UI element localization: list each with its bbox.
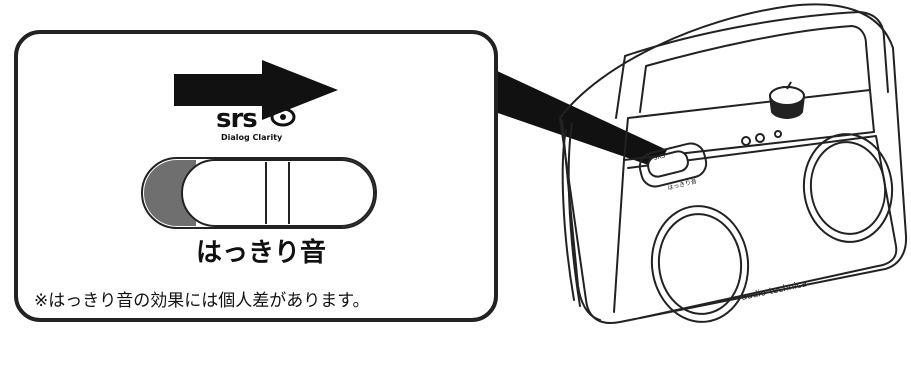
indicator-charge (755, 133, 765, 143)
volume-knob (769, 81, 805, 119)
srs-subtitle: Dialog Clarity (221, 133, 283, 142)
device-top-panel (623, 89, 875, 161)
srs-logo-icon (270, 107, 296, 127)
device-brand: audio-technica (741, 279, 808, 303)
speaker-right-inner (809, 141, 887, 235)
switch-label: はっきり音 (196, 238, 327, 268)
device-switch-label-clear: はっきり音 (667, 177, 698, 192)
device-switch-label-srs: SRS (653, 152, 666, 162)
device-handle (615, 11, 889, 119)
callout-pointer (495, 70, 667, 168)
speaker-left-inner (657, 213, 743, 315)
speaker-right (802, 133, 894, 243)
slide-switch-knob (181, 159, 375, 227)
disclaimer-note: ※はっきり音の効果には個人差があります。 (34, 291, 370, 311)
indicator-power (741, 136, 751, 146)
srs-wordmark: srs (216, 104, 258, 134)
direction-arrow (174, 60, 338, 120)
device-handle-opening (639, 25, 871, 113)
device-front (561, 119, 601, 321)
device-front-edge (613, 159, 625, 313)
speaker-left (650, 205, 750, 323)
device-body-back (559, 3, 908, 324)
slide-switch-shadow (144, 160, 196, 226)
device-switch-knob (647, 150, 689, 178)
device-switch-slot (638, 142, 708, 188)
device-front-panel (627, 135, 898, 319)
indicator-onoff (774, 130, 782, 138)
